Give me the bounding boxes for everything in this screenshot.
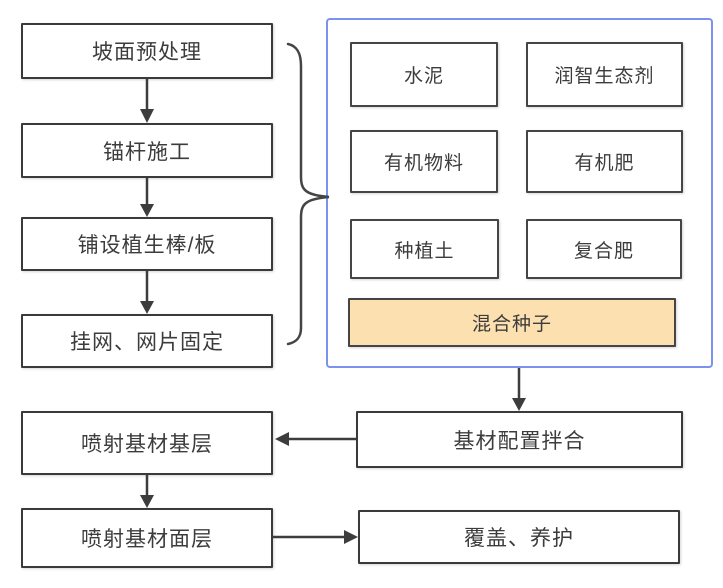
flow-step-net-fixing: 挂网、网片固定 xyxy=(21,314,273,368)
flow-step-spray-base-layer: 喷射基材基层 xyxy=(21,411,273,475)
flow-step-cover-maintenance: 覆盖、养护 xyxy=(358,510,680,564)
arrow-mixing-baselayer xyxy=(275,432,356,446)
arrow-step1-step2 xyxy=(140,79,154,123)
material-cement: 水泥 xyxy=(350,42,498,107)
flow-step-substrate-mixing: 基材配置拌合 xyxy=(356,411,683,468)
brace-left-flow-to-panel xyxy=(286,42,330,346)
material-mixed-seeds-highlighted: 混合种子 xyxy=(348,298,676,347)
arrow-surfacelayer-cover xyxy=(273,530,358,544)
material-planting-soil: 种植土 xyxy=(350,219,499,279)
arrow-step2-step3 xyxy=(140,178,154,217)
arrow-panel-mixing xyxy=(512,368,526,411)
flow-step-anchor-construction: 锚杆施工 xyxy=(21,123,273,178)
flow-step-spray-surface-layer: 喷射基材面层 xyxy=(21,508,273,568)
material-runzhi-eco-agent: 润智生态剂 xyxy=(526,42,683,107)
arrow-baselayer-surfacelayer xyxy=(140,475,154,508)
material-organic-material: 有机物料 xyxy=(350,130,498,193)
flow-step-vegetation-rod-board: 铺设植生棒/板 xyxy=(21,217,273,271)
material-organic-fertilizer: 有机肥 xyxy=(526,130,683,193)
flow-step-slope-pretreatment: 坡面预处理 xyxy=(21,23,273,79)
arrow-step3-step4 xyxy=(140,271,154,314)
material-compound-fertilizer: 复合肥 xyxy=(526,219,682,279)
